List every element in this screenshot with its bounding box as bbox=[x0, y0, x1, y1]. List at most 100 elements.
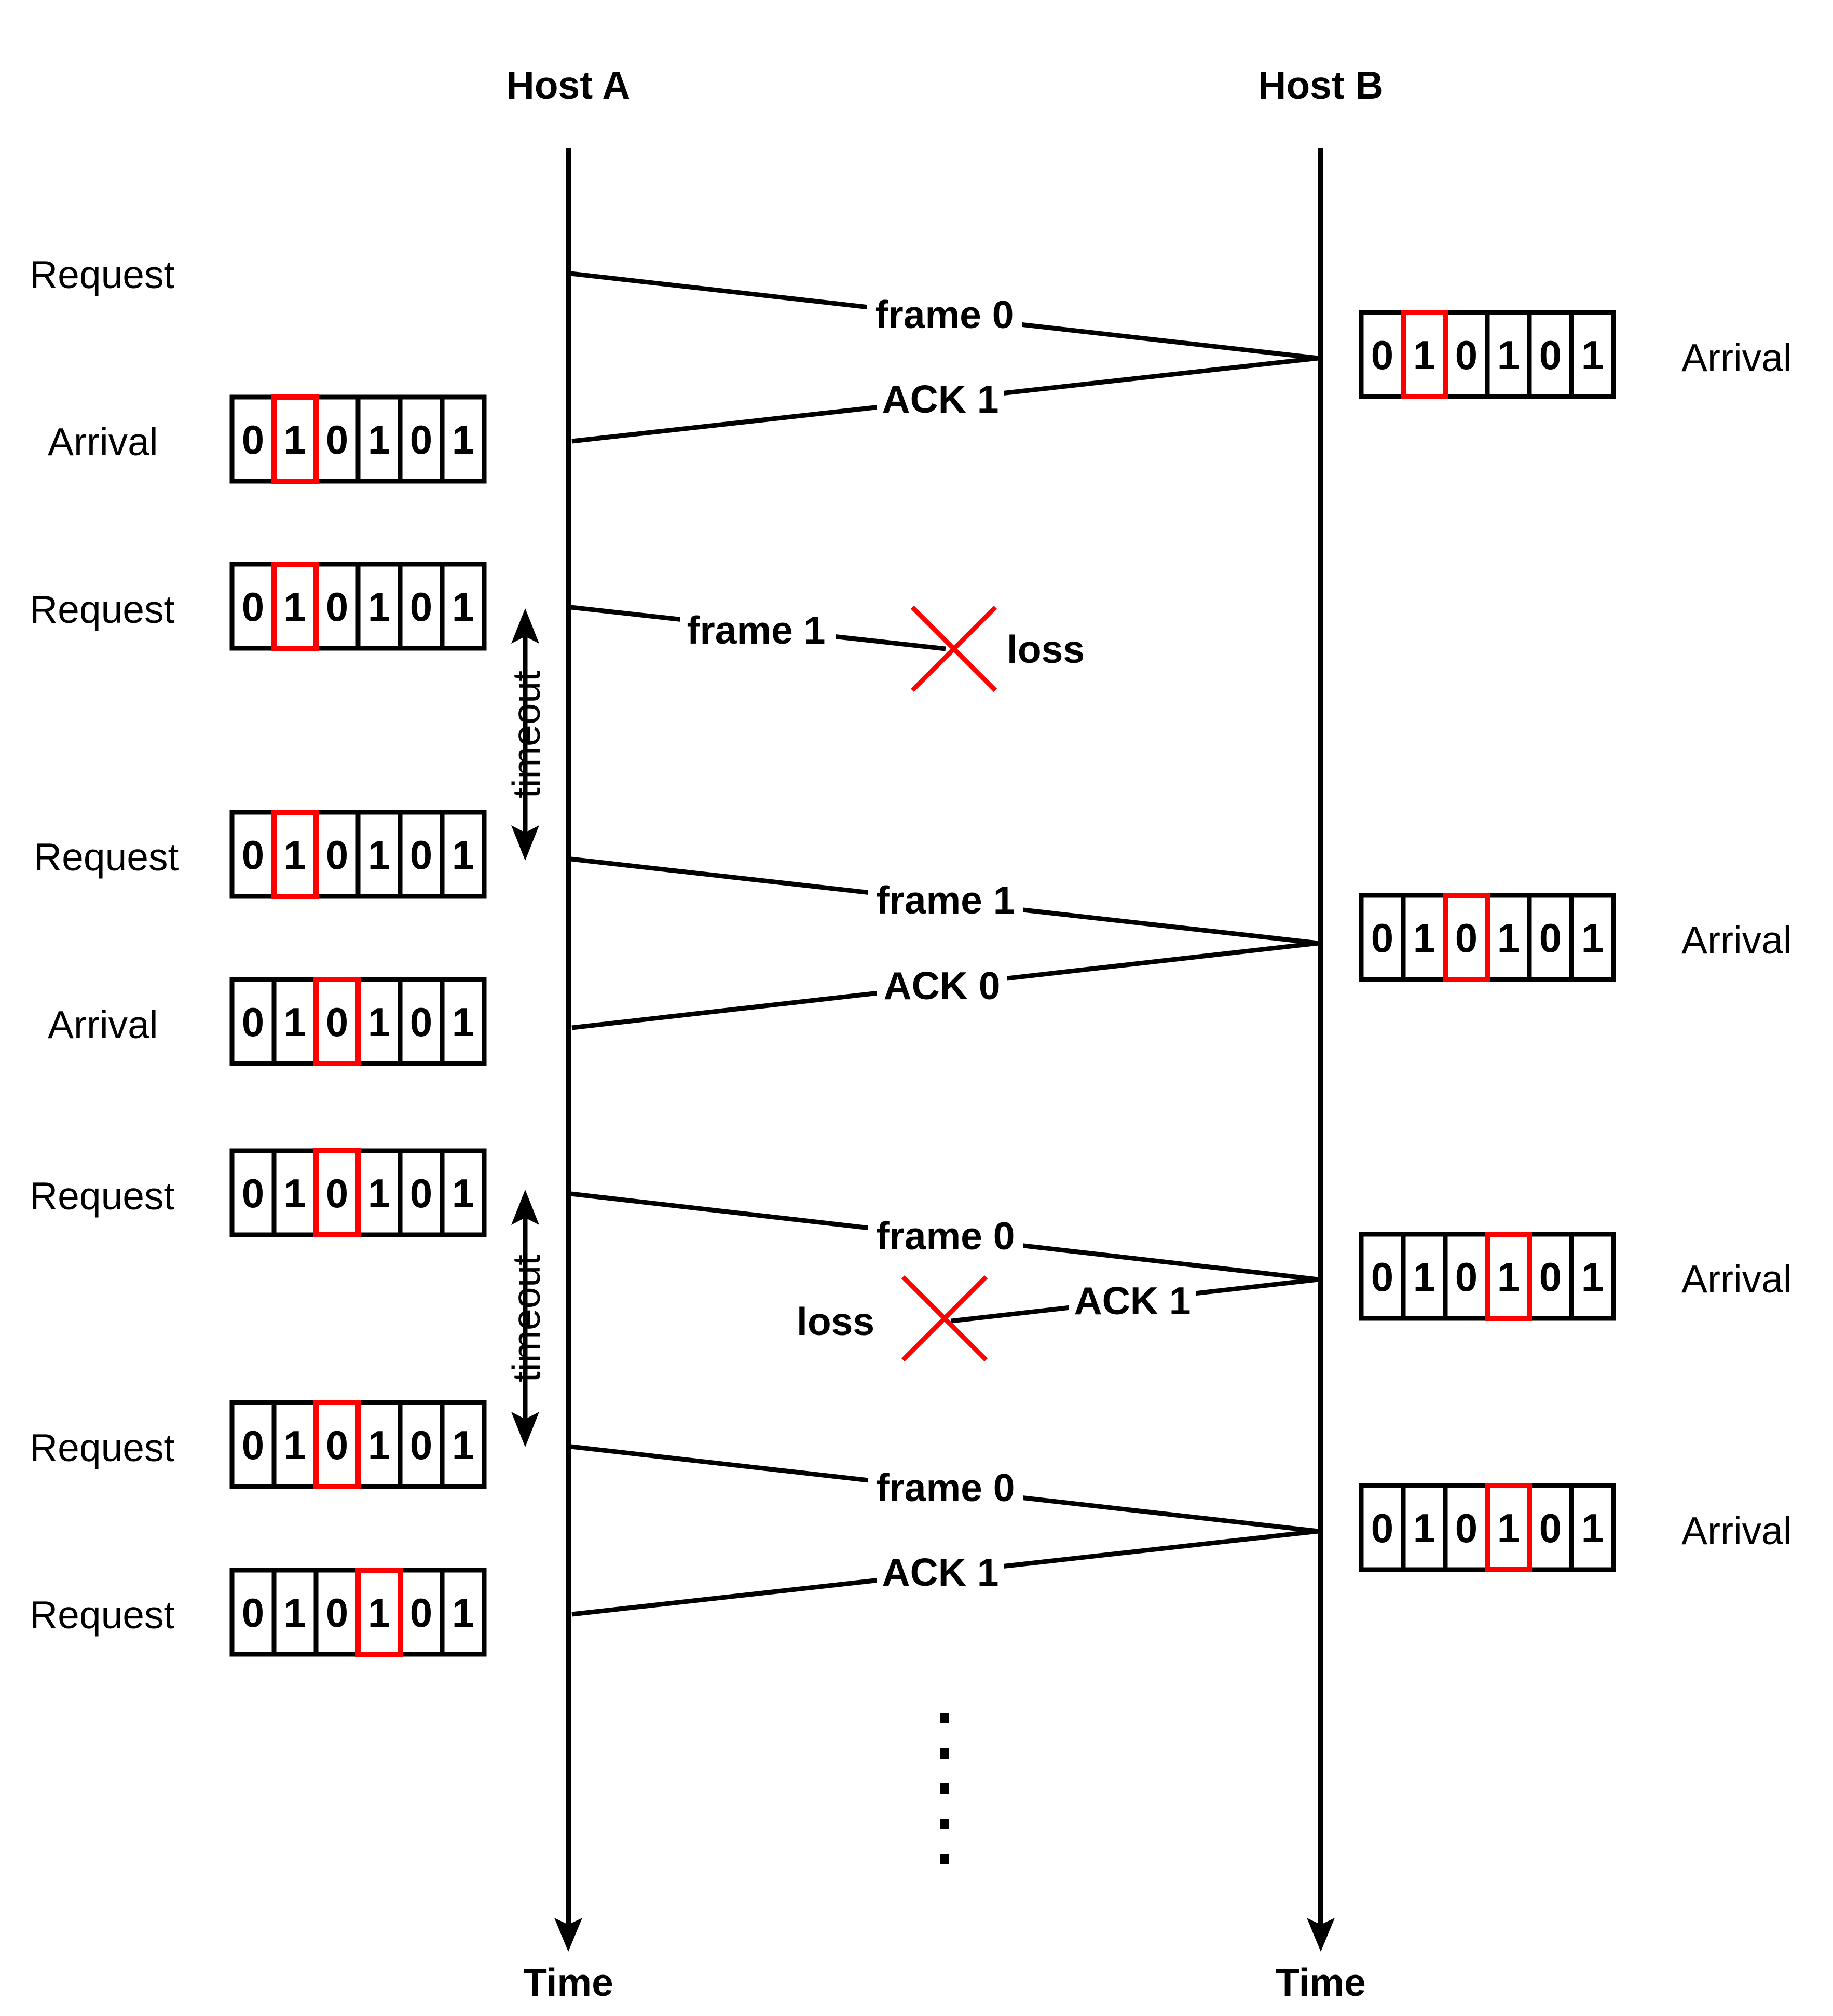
bit-cell: 1 bbox=[368, 1590, 390, 1636]
bit-cell: 1 bbox=[452, 832, 474, 878]
bit-cell: 1 bbox=[1413, 332, 1435, 378]
bit-cell: 1 bbox=[1497, 1254, 1520, 1300]
bit-cell: 0 bbox=[410, 584, 432, 630]
bit-cell: 0 bbox=[242, 1590, 264, 1636]
bit-pointer-highlight bbox=[313, 1148, 361, 1237]
bit-cell: 0 bbox=[242, 584, 264, 630]
bit-pointer-highlight bbox=[313, 977, 361, 1066]
bit-cell: 1 bbox=[452, 1422, 474, 1468]
bit-cell: 1 bbox=[284, 999, 306, 1045]
host-a-time-arrowhead bbox=[554, 1918, 582, 1952]
red-x-icon bbox=[910, 605, 997, 692]
bit-cell: 0 bbox=[242, 417, 264, 462]
bit-cell: 0 bbox=[326, 1170, 348, 1216]
message-label: ACK 1 bbox=[882, 377, 998, 421]
bit-cell: 1 bbox=[1413, 1505, 1435, 1551]
message-label: frame 0 bbox=[877, 1466, 1015, 1509]
bit-cell: 0 bbox=[1539, 1254, 1562, 1300]
message-label: ACK 0 bbox=[883, 964, 1000, 1007]
timeout-double-arrow bbox=[511, 1190, 539, 1447]
bit-cell: 0 bbox=[326, 832, 348, 878]
message-label: ACK 1 bbox=[882, 1550, 998, 1594]
bit-cell: 0 bbox=[410, 999, 432, 1045]
red-x-icon bbox=[901, 1275, 988, 1362]
bit-cell: 0 bbox=[1539, 915, 1562, 961]
bit-pointer-highlight bbox=[1443, 893, 1490, 982]
bit-cell: 0 bbox=[242, 999, 264, 1045]
host-a-event-label: Request bbox=[30, 253, 175, 296]
timeout-label: timeout bbox=[504, 1255, 548, 1382]
bit-cell: 0 bbox=[1539, 1505, 1562, 1551]
bit-cell: 1 bbox=[284, 1170, 306, 1216]
bit-cell: 1 bbox=[452, 417, 474, 462]
host-b-event-label: Arrival bbox=[1681, 1509, 1792, 1552]
timeout-label: timeout bbox=[504, 671, 548, 798]
bit-pointer-highlight bbox=[355, 1568, 403, 1657]
bit-cell: 1 bbox=[452, 1170, 474, 1216]
bit-cell: 1 bbox=[284, 832, 306, 878]
bit-cell: 0 bbox=[1371, 915, 1393, 961]
host-b-event-label: Arrival bbox=[1681, 336, 1792, 379]
bit-cell: 0 bbox=[1455, 915, 1478, 961]
bit-cell: 1 bbox=[452, 1590, 474, 1636]
bit-cell: 1 bbox=[1581, 915, 1604, 961]
bit-cell: 0 bbox=[1455, 332, 1478, 378]
bit-cell: 0 bbox=[242, 1422, 264, 1468]
host-a-time-label: Time bbox=[523, 1960, 613, 2004]
bit-cell: 0 bbox=[1455, 1254, 1478, 1300]
host-a-title: Host A bbox=[507, 63, 631, 107]
timeout-double-arrow bbox=[511, 608, 539, 861]
message-label: frame 0 bbox=[877, 1214, 1015, 1258]
bit-cell: 0 bbox=[326, 1422, 348, 1468]
loss-label: loss bbox=[1007, 628, 1085, 671]
host-b-time-label: Time bbox=[1276, 1960, 1366, 2004]
bit-cell: 1 bbox=[1497, 332, 1520, 378]
bit-cell: 1 bbox=[368, 999, 390, 1045]
host-a-event-label: Request bbox=[30, 588, 175, 631]
bit-cell: 1 bbox=[368, 584, 390, 630]
bit-cell: 0 bbox=[410, 1170, 432, 1216]
message-label: frame 0 bbox=[876, 293, 1014, 336]
bit-cell: 1 bbox=[1581, 1505, 1604, 1551]
loss-label: loss bbox=[797, 1300, 874, 1343]
bit-cell: 1 bbox=[1581, 332, 1604, 378]
bit-cell: 1 bbox=[452, 999, 474, 1045]
bit-cell: 1 bbox=[284, 584, 306, 630]
bit-cell: 1 bbox=[368, 1422, 390, 1468]
bit-cell: 0 bbox=[326, 417, 348, 462]
message-label: frame 1 bbox=[877, 878, 1015, 922]
host-a-event-label: Request bbox=[34, 835, 179, 879]
host-b-event-label: Arrival bbox=[1681, 918, 1792, 962]
bit-pointer-highlight bbox=[313, 1400, 361, 1489]
host-b-event-label: Arrival bbox=[1681, 1257, 1792, 1301]
host-a-event-label: Request bbox=[30, 1174, 175, 1218]
message-label: frame 1 bbox=[687, 608, 826, 652]
bit-cell: 0 bbox=[1371, 332, 1393, 378]
bit-cell: 1 bbox=[368, 1170, 390, 1216]
host-a-event-label: Arrival bbox=[48, 420, 158, 464]
host-b-time-arrowhead bbox=[1307, 1918, 1335, 1952]
bit-cell: 0 bbox=[410, 1422, 432, 1468]
bit-cell: 0 bbox=[1539, 332, 1562, 378]
bit-cell: 0 bbox=[410, 832, 432, 878]
bit-cell: 0 bbox=[242, 832, 264, 878]
bit-cell: 0 bbox=[326, 1590, 348, 1636]
bit-cell: 0 bbox=[326, 999, 348, 1045]
bit-cell: 0 bbox=[326, 584, 348, 630]
bit-pointer-highlight bbox=[271, 562, 319, 651]
host-a-event-label: Arrival bbox=[48, 1003, 158, 1046]
bit-cell: 0 bbox=[410, 1590, 432, 1636]
bit-cell: 0 bbox=[1371, 1505, 1393, 1551]
host-b-title: Host B bbox=[1258, 63, 1384, 107]
